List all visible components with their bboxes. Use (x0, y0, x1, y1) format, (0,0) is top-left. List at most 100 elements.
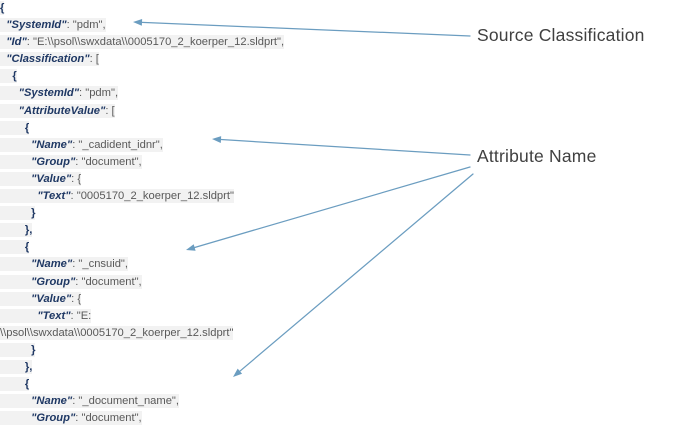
code-line-text: "SystemId": "pdm", (0, 86, 119, 101)
code-line-text: \\psol\\swxdata\\0005170_2_koerper_12.sl… (0, 325, 234, 340)
code-indent (0, 293, 31, 305)
code-line-text: "SystemId": "pdm", (0, 18, 106, 33)
code-line-text: { (0, 120, 30, 135)
code-line: { (0, 120, 470, 137)
code-value: : "_cnsuid", (72, 258, 129, 271)
code-key: "Group" (31, 275, 76, 288)
code-value: : "E:\\psol\\swxdata\\0005170_2_koerper_… (26, 36, 285, 49)
code-line: "Name": "_cnsuid", (0, 256, 470, 273)
code-key: "Group" (31, 412, 76, 425)
code-line: { (0, 376, 470, 393)
code-indent (0, 395, 31, 407)
code-line-text: } (0, 342, 36, 357)
code-line: "Name": "_cadident_idnr", (0, 137, 470, 154)
code-punctuation: { (0, 121, 30, 134)
code-line: "Text": "E: (0, 308, 470, 325)
code-value: : "pdm", (66, 19, 106, 32)
code-line: \\psol\\swxdata\\0005170_2_koerper_12.sl… (0, 325, 470, 342)
annotation-label-source-classification: Source Classification (477, 25, 645, 45)
code-line-text: "Group": "document", (0, 274, 142, 289)
code-key: "Text" (37, 190, 71, 203)
code-value: : "document", (75, 155, 142, 168)
code-value: : { (71, 172, 82, 185)
code-indent (0, 173, 31, 185)
code-line-text: "Group": "document", (0, 411, 142, 426)
code-indent (0, 190, 37, 202)
code-key: "Id" (6, 36, 27, 49)
code-line: }, (0, 359, 470, 376)
code-punctuation: }, (0, 224, 33, 237)
code-value: : "document", (75, 412, 142, 425)
code-value: \\psol\\swxdata\\0005170_2_koerper_12.sl… (0, 326, 234, 339)
code-indent (0, 258, 31, 270)
code-line: "Id": "E:\\psol\\swxdata\\0005170_2_koer… (0, 34, 470, 51)
code-value: : [ (89, 53, 99, 66)
code-punctuation: } (0, 207, 36, 220)
code-indent (0, 412, 31, 424)
code-line-text: "Id": "E:\\psol\\swxdata\\0005170_2_koer… (0, 35, 285, 50)
code-value: : "0005170_2_koerper_12.sldprt" (70, 190, 234, 203)
code-line-text: { (0, 240, 30, 255)
code-line: { (0, 239, 470, 256)
code-value: : "pdm", (79, 87, 119, 100)
code-line: "SystemId": "pdm", (0, 17, 470, 34)
code-line-text: "AttributeValue": [ (0, 103, 115, 118)
code-line: "Text": "0005170_2_koerper_12.sldprt" (0, 188, 470, 205)
code-line-text: "Classification": [ (0, 52, 99, 67)
code-line-text: { (0, 69, 17, 84)
code-key: "Name" (31, 258, 73, 271)
code-indent (0, 87, 19, 99)
code-punctuation: { (0, 70, 17, 83)
code-indent (0, 276, 31, 288)
annotation-label-attribute-name: Attribute Name (477, 146, 597, 166)
code-key: "Classification" (6, 53, 90, 66)
code-line: { (0, 0, 470, 17)
code-punctuation: }, (0, 360, 33, 373)
code-punctuation: { (0, 378, 30, 391)
code-line-text: "Value": { (0, 171, 82, 186)
code-value: : { (71, 292, 82, 305)
code-line: } (0, 205, 470, 222)
code-line-text: "Text": "0005170_2_koerper_12.sldprt" (0, 189, 234, 204)
code-key: "AttributeValue" (18, 104, 106, 117)
code-punctuation: { (0, 2, 5, 14)
code-key: "Value" (31, 172, 72, 185)
code-line: { (0, 68, 470, 85)
code-key: "Value" (31, 292, 72, 305)
code-value: : "document", (75, 275, 142, 288)
code-punctuation: } (0, 343, 36, 356)
code-line-text: "Text": "E: (0, 308, 92, 323)
code-line: }, (0, 222, 470, 239)
code-key: "SystemId" (18, 87, 80, 100)
code-line-text: "Group": "document", (0, 154, 142, 169)
code-line: } (0, 342, 470, 359)
code-line: "Group": "document", (0, 274, 470, 291)
code-line: "SystemId": "pdm", (0, 85, 470, 102)
code-key: "Name" (31, 395, 73, 408)
code-line: "Name": "_document_name", (0, 393, 470, 410)
code-value: : "_document_name", (72, 395, 180, 408)
code-value: : "E: (70, 309, 92, 322)
code-line-text: "Name": "_cadident_idnr", (0, 137, 163, 152)
code-indent (0, 156, 31, 168)
code-line-text: } (0, 206, 36, 221)
code-line-text: }, (0, 223, 33, 238)
code-punctuation: { (0, 241, 30, 254)
json-code-listing: { "SystemId": "pdm", "Id": "E:\\psol\\sw… (0, 0, 470, 426)
code-line: "Classification": [ (0, 51, 470, 68)
code-key: "Text" (37, 309, 71, 322)
code-line: "Group": "document", (0, 410, 470, 427)
code-line: "Group": "document", (0, 154, 470, 171)
code-line: "Value": { (0, 291, 470, 308)
code-indent (0, 310, 37, 322)
code-line-text: "Name": "_cnsuid", (0, 257, 129, 272)
code-line-text: { (0, 1, 5, 15)
code-key: "SystemId" (6, 19, 67, 32)
code-line: "AttributeValue": [ (0, 103, 470, 120)
code-value: : "_cadident_idnr", (72, 138, 163, 151)
code-indent (0, 139, 31, 151)
code-value: : [ (105, 104, 115, 117)
code-key: "Name" (31, 138, 73, 151)
code-indent (0, 105, 19, 117)
code-line-text: "Name": "_document_name", (0, 394, 180, 409)
